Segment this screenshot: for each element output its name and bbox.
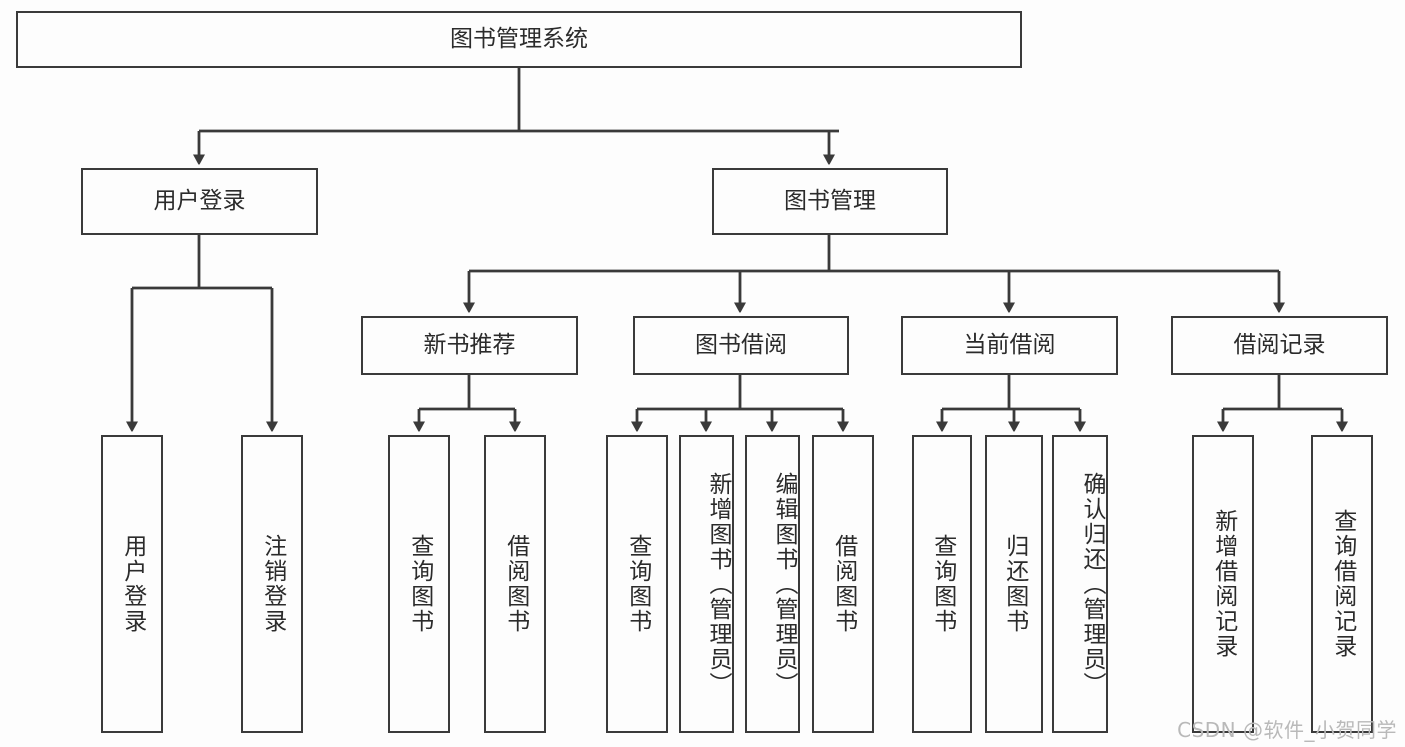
node-book-manage[interactable]: 图书管理 <box>712 168 948 235</box>
node-leaf-return-book[interactable]: 归还图书 <box>985 435 1043 733</box>
node-leaf-user-logout[interactable]: 注销登录 <box>241 435 303 733</box>
node-leaf-query-book-recommend[interactable]: 查询图书 <box>388 435 450 733</box>
node-leaf-borrow-book-recommend[interactable]: 借阅图书 <box>484 435 546 733</box>
node-leaf-borrow-book[interactable]: 借阅图书 <box>812 435 874 733</box>
node-borrow-record[interactable]: 借阅记录 <box>1171 316 1388 375</box>
node-leaf-add-book-admin[interactable]: 新增图书（管理员） <box>679 435 734 733</box>
node-leaf-confirm-return-admin[interactable]: 确认归还（管理员） <box>1052 435 1108 733</box>
node-leaf-edit-book-admin[interactable]: 编辑图书（管理员） <box>745 435 800 733</box>
node-user-login[interactable]: 用户登录 <box>81 168 318 235</box>
node-new-book-recommend[interactable]: 新书推荐 <box>361 316 578 375</box>
node-leaf-user-login[interactable]: 用户登录 <box>101 435 163 733</box>
node-current-borrow[interactable]: 当前借阅 <box>901 316 1118 375</box>
node-leaf-add-borrow-record[interactable]: 新增借阅记录 <box>1192 435 1254 733</box>
node-root-system[interactable]: 图书管理系统 <box>16 11 1022 68</box>
node-leaf-query-borrow-record[interactable]: 查询借阅记录 <box>1311 435 1373 733</box>
node-leaf-query-book-current[interactable]: 查询图书 <box>912 435 972 733</box>
node-leaf-query-book-borrow[interactable]: 查询图书 <box>606 435 668 733</box>
node-book-borrow[interactable]: 图书借阅 <box>633 316 849 375</box>
